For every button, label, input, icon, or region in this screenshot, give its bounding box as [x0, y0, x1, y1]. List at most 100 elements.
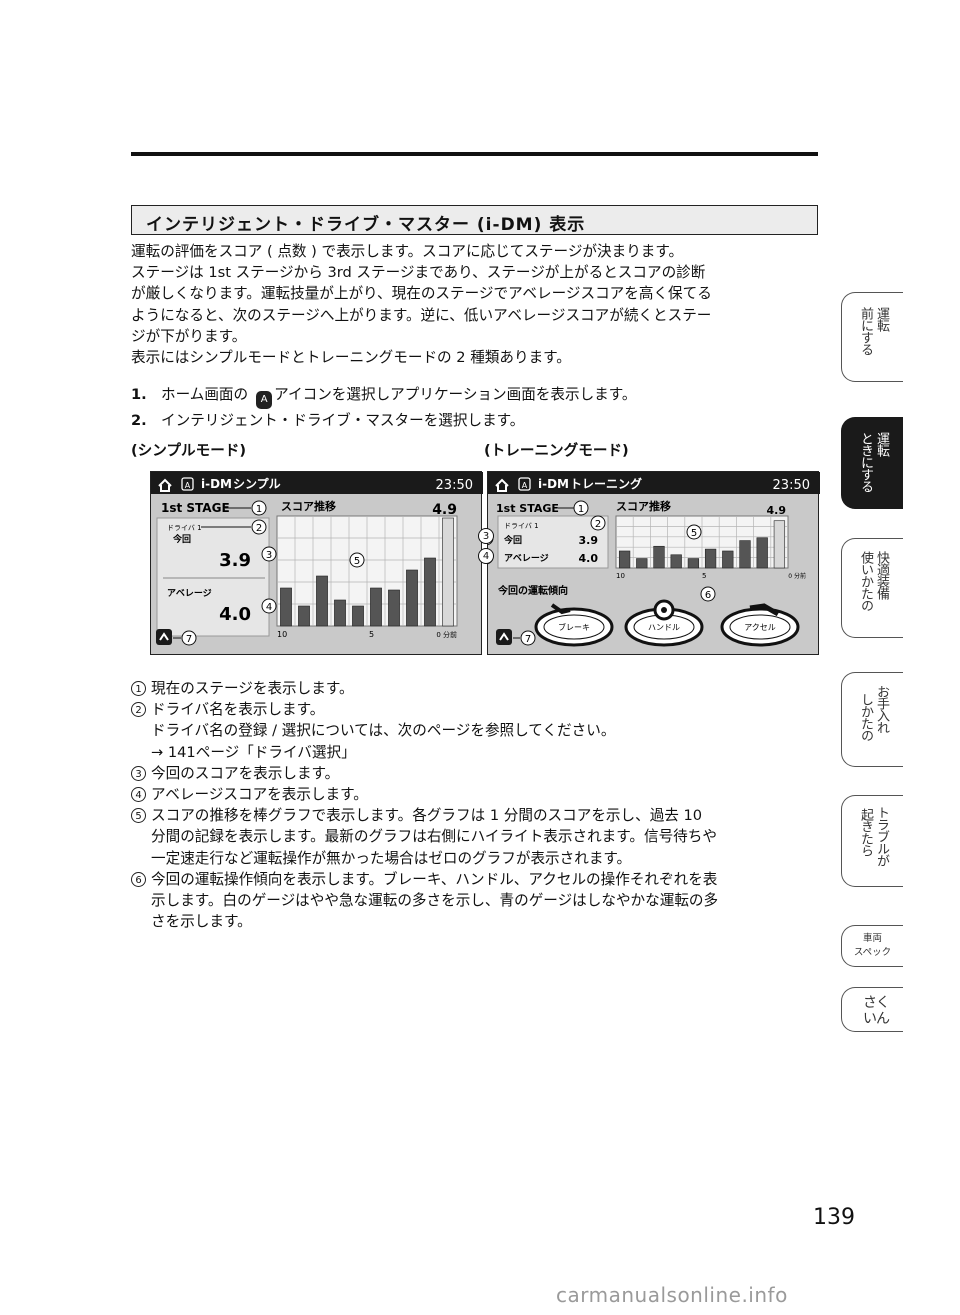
explanation-line: スコアの推移を棒グラフで表示します。各グラフは 1 分間のスコアを示し、過去 1… — [151, 807, 703, 825]
callout-5 — [349, 552, 365, 568]
callout-7 — [520, 630, 536, 646]
explanation-line: 分間の記録を表示します。最新のグラフは右側にハイライト表示されます。信号待ちや — [151, 828, 717, 846]
latest-score: 4.9 — [767, 504, 787, 517]
callout-number: 2 — [131, 702, 146, 718]
tab-label: 快適装備 — [874, 551, 889, 599]
tab-label: お手入れ — [874, 685, 889, 733]
training-mode-screen: A i-DM トレーニング 23:50 1st STAGE 1 ドライバ 1 2… — [487, 471, 820, 655]
tab-label: スペック — [853, 947, 892, 958]
score-bar — [352, 605, 364, 627]
tab-comfort-equipment[interactable]: 快適装備 使いかたの — [841, 538, 903, 638]
intro-line: ステージは 1st ステージから 3rd ステージまであり、ステージが上がるとス… — [131, 264, 706, 282]
step-number: 2. — [131, 412, 147, 429]
clock: 23:50 — [773, 478, 810, 493]
callout-3-outer: 3 — [478, 528, 494, 544]
latest-score-bar — [442, 517, 454, 627]
axis-mid: 5 — [369, 630, 374, 639]
callout-2 — [251, 519, 267, 535]
axis-mid: 5 — [702, 572, 706, 580]
average-score: 4.0 — [219, 604, 251, 625]
score-bar — [704, 548, 717, 569]
score-bar — [298, 605, 310, 627]
tab-label: 運転 — [874, 307, 889, 331]
chevron-up-icon — [159, 632, 169, 641]
callout-number: 1 — [131, 681, 146, 696]
callout-number: 5 — [354, 556, 360, 567]
simple-mode-screen: A i-DM シンプル 23:50 1st STAGE 1 ドライバ 1 2 今… — [150, 471, 483, 655]
score-bar — [388, 589, 400, 627]
score-bar — [424, 557, 436, 627]
intro-line: 運転の評価をスコア ( 点数 ) で表示します。スコアに応じてステージが決まりま… — [131, 243, 684, 260]
score-bar — [756, 537, 768, 569]
explanation-line: さを示します。 — [151, 913, 252, 931]
tab-index[interactable]: さく いん — [841, 987, 903, 1032]
home-icon[interactable] — [495, 478, 509, 492]
score-panel — [156, 517, 270, 637]
explanation-line: アベレージスコアを表示します。 — [151, 786, 368, 804]
current-score: 3.9 — [579, 534, 599, 547]
cross-reference-link[interactable]: → 141ページ「ドライバ選択」 — [151, 743, 356, 761]
tab-label: ときにする — [858, 432, 873, 492]
page-number: 139 — [813, 1205, 855, 1230]
home-icon[interactable] — [158, 478, 172, 492]
score-bar — [618, 550, 631, 569]
callout-number: 7 — [186, 634, 192, 645]
current-label: 今回 — [503, 534, 522, 546]
trend-bars — [280, 517, 454, 627]
steering-gauge: ハンドル — [624, 599, 704, 647]
callout-number: 2 — [256, 523, 262, 534]
tab-label: 使いかたの — [858, 551, 873, 611]
intro-line: ジが下がります。 — [131, 327, 247, 345]
section-title-box: インテリジェント・ドライブ・マスター (i-DM) 表示 — [131, 205, 818, 235]
caption-simple: (シンプルモード) — [131, 442, 247, 459]
explanation-line: 今回の運転操作傾向を表示します。ブレーキ、ハンドル、アクセルの操作それぞれを表 — [151, 870, 718, 888]
tab-label: さく — [863, 995, 890, 1011]
app-title-prefix: i-DM — [201, 477, 232, 491]
tendency-label: 今回の運転傾向 — [497, 584, 568, 597]
score-bar — [653, 545, 665, 569]
tab-specifications[interactable]: 車両 スペック — [841, 925, 903, 967]
callout-4-outer: 4 — [478, 548, 494, 564]
callout-3 — [261, 546, 277, 562]
average-label: アベレージ — [504, 553, 549, 564]
expand-button[interactable] — [496, 629, 512, 645]
tab-before-driving[interactable]: 運転 前にする — [841, 292, 903, 382]
explanation-item: 3 今回のスコアを表示します。 — [131, 763, 821, 784]
tab-label: 前にする — [858, 307, 873, 355]
axis-right: 0 分前 — [436, 630, 457, 639]
axis-right: 0 分前 — [788, 572, 806, 580]
current-score: 3.9 — [219, 550, 251, 571]
intro-text: 運転の評価をスコア ( 点数 ) で表示します。スコアに応じてステージが決まりま… — [131, 241, 821, 368]
score-panel — [497, 515, 609, 569]
tab-troubleshooting[interactable]: トラブルが 起きたら — [841, 795, 903, 887]
tab-maintenance[interactable]: お手入れ しかたの — [841, 672, 903, 767]
caption-training: (トレーニングモード) — [484, 442, 629, 459]
tab-label: トラブルが — [874, 806, 889, 866]
score-bar — [670, 554, 682, 569]
accelerator-gauge: アクセル — [720, 603, 800, 647]
latest-score-bar — [773, 520, 786, 569]
axis-left: 10 — [616, 572, 625, 580]
accelerator-pedal-icon — [749, 603, 780, 617]
callout-number: 2 — [595, 519, 601, 530]
driver-name: ドライバ 1 — [167, 524, 202, 532]
explanation-item: 5 スコアの推移を棒グラフで表示します。各グラフは 1 分間のスコアを示し、過去… — [131, 805, 821, 869]
chevron-up-icon — [499, 632, 509, 641]
brake-pedal-icon — [550, 603, 571, 615]
score-bar — [739, 540, 751, 569]
trend-label: スコア推移 — [616, 499, 671, 513]
intro-line: が厳しくなります。運転技量が上がり、現在のステージでアベレージスコアを高く保てる — [131, 285, 712, 303]
expand-button[interactable] — [156, 629, 172, 645]
score-bar — [280, 587, 292, 627]
tab-while-driving[interactable]: 運転 ときにする — [841, 417, 903, 509]
score-bar — [316, 575, 328, 627]
score-bar — [687, 558, 700, 569]
step-text: ホーム画面の — [161, 386, 249, 403]
apps-icon — [181, 477, 194, 491]
callout-number: 4 — [131, 787, 146, 803]
callout-4 — [261, 598, 277, 614]
step-text: アイコンを選択しアプリケーション画面を表示します。 — [274, 386, 637, 403]
watermark: carmanualsonline.info — [556, 1283, 788, 1307]
